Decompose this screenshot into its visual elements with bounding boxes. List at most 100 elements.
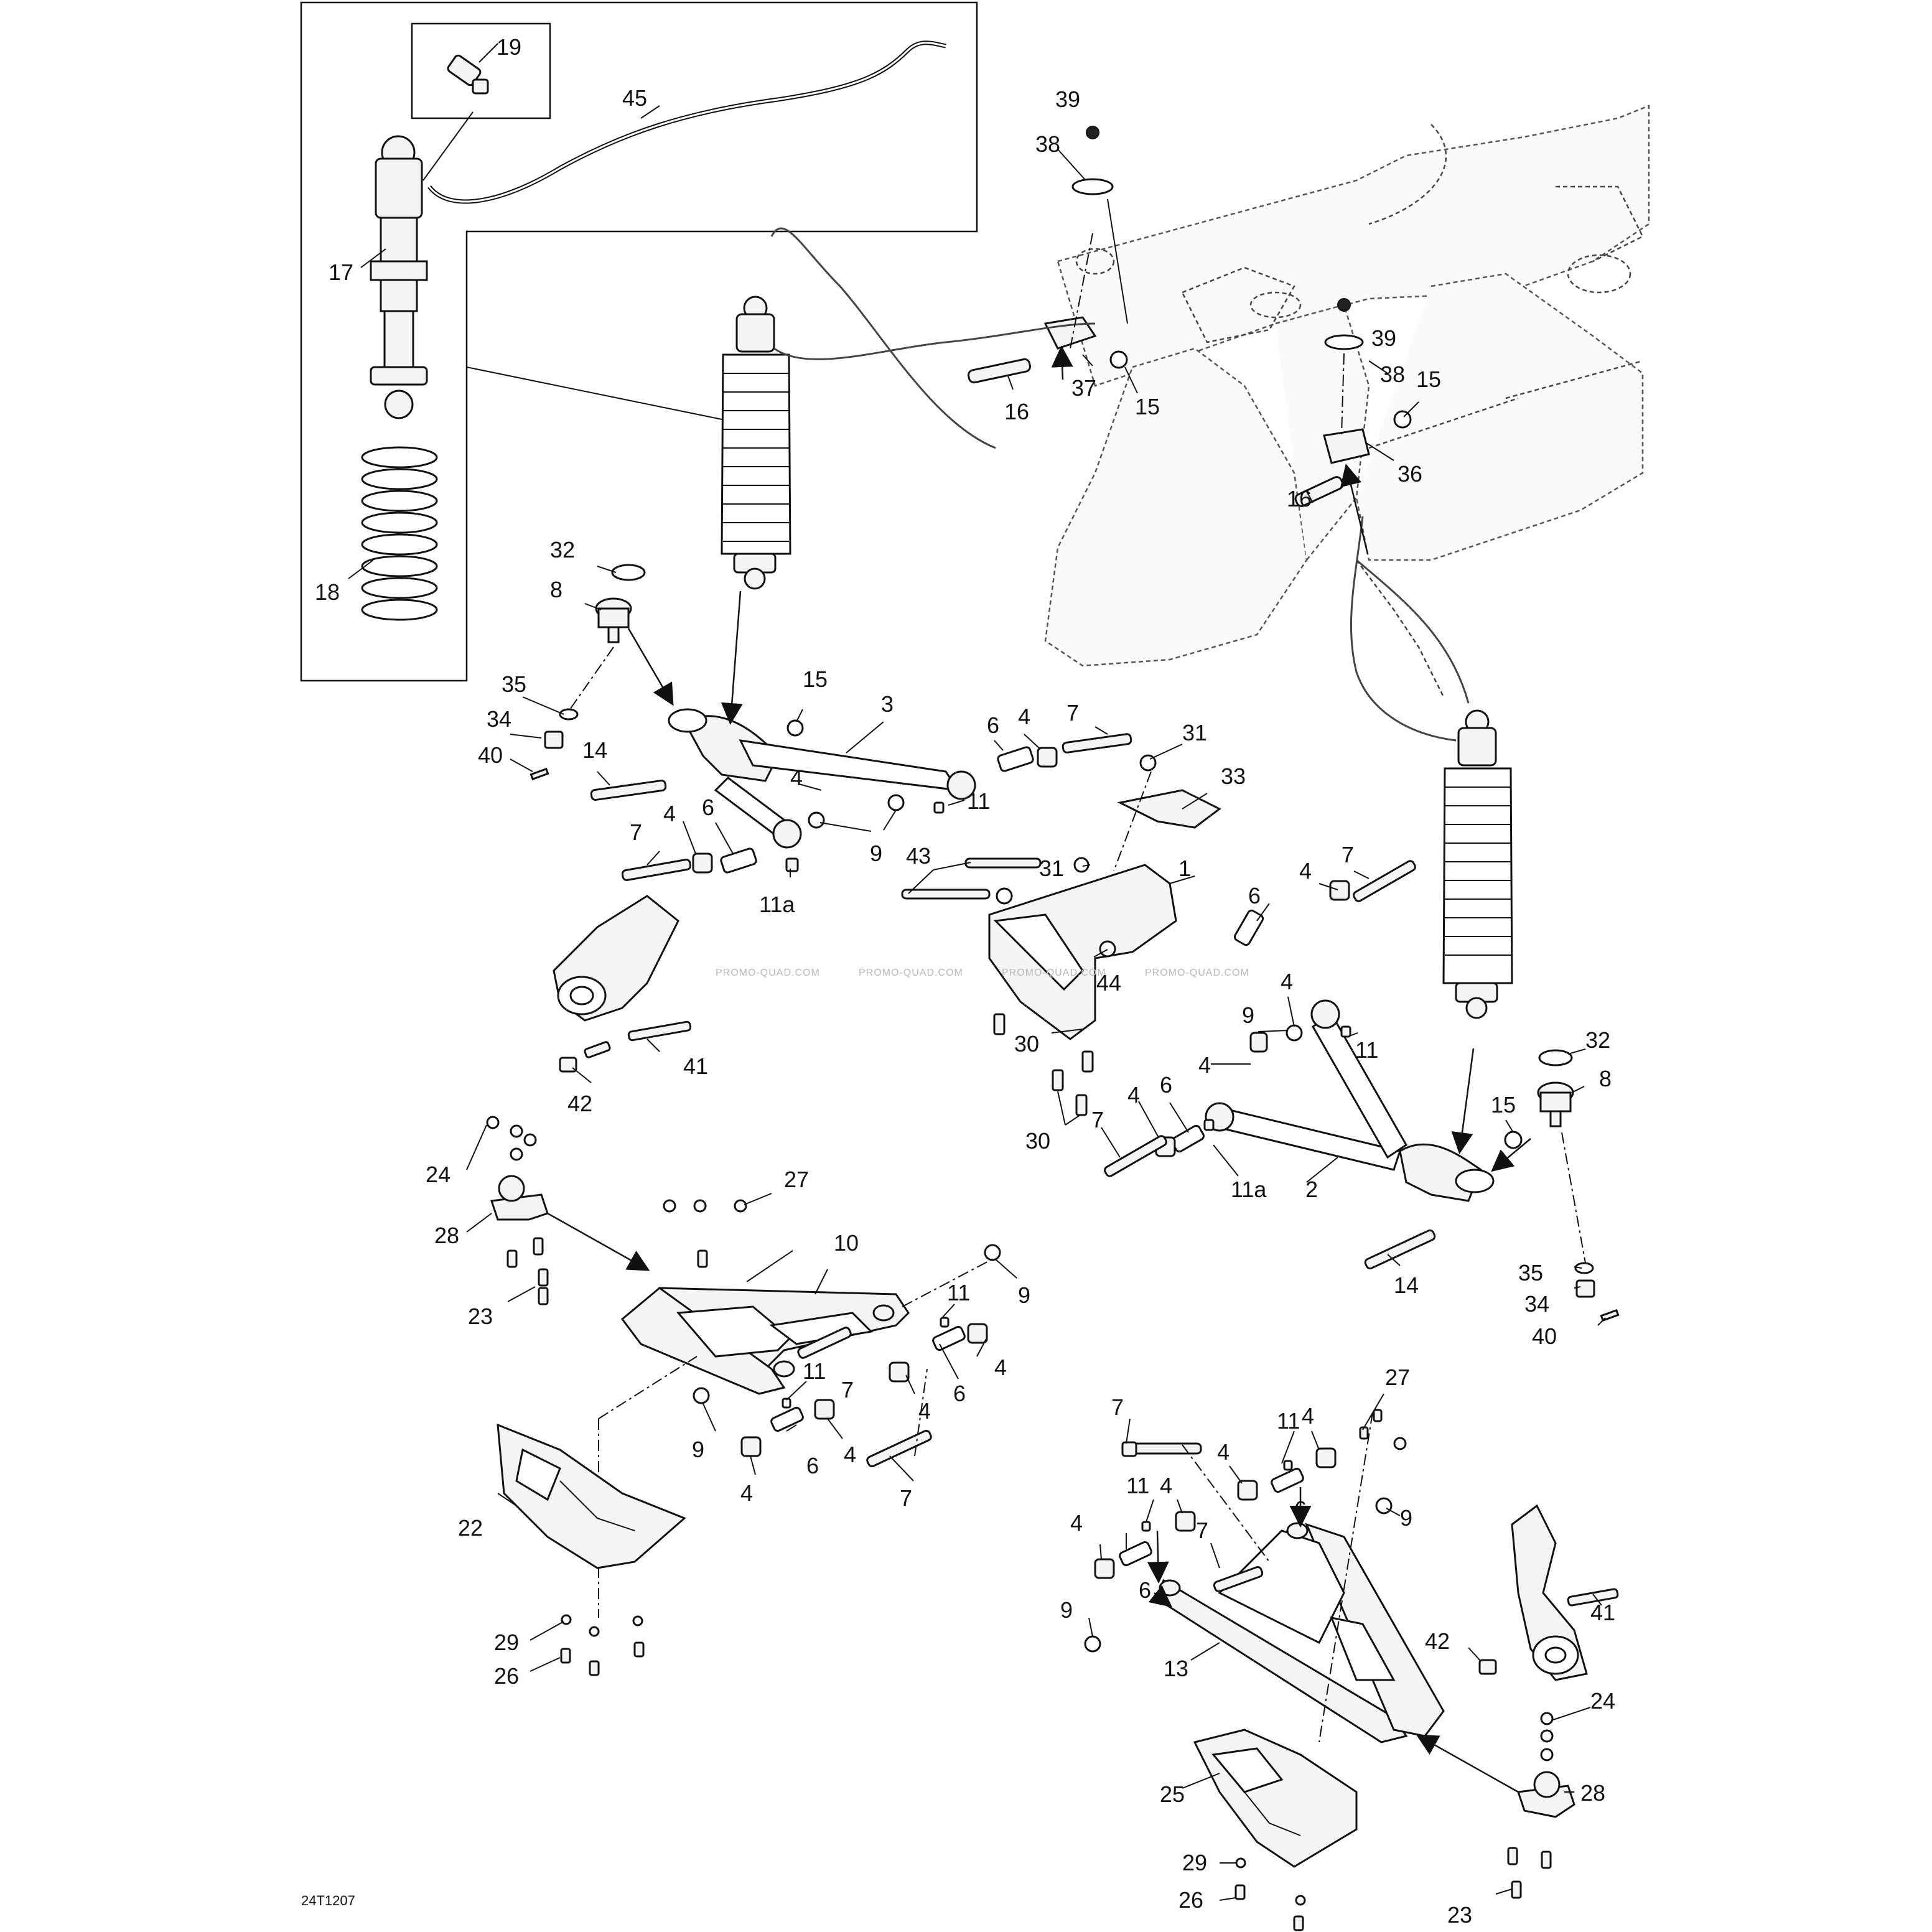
callout-6e: 6 [953,1381,966,1406]
callout-4n: 4 [1160,1473,1172,1498]
callout-34a: 34 [487,706,511,732]
callout-15d: 15 [1491,1092,1516,1118]
callout-31b: 31 [1039,856,1064,881]
callout-7d: 7 [1091,1107,1104,1132]
callout-11a: 11 [967,788,990,814]
callout-7f: 7 [900,1485,912,1511]
callout-32a: 32 [550,537,575,562]
callout-2: 2 [1305,1177,1318,1202]
callout-40b: 40 [1532,1323,1557,1349]
callout-11a-b: 11a [1231,1177,1267,1202]
steering-knuckle-right [1478,1504,1619,1681]
callout-11a-a: 11a [759,892,795,917]
callout-9b: 9 [1242,1002,1254,1028]
callout-11f: 11 [1126,1473,1149,1498]
callout-43: 43 [906,843,931,869]
callout-4k: 4 [740,1480,753,1506]
mount-hardware-38-39 [1071,126,1412,429]
callout-32b: 32 [1585,1027,1610,1053]
callout-24b: 24 [1590,1688,1615,1714]
callout-27a: 27 [784,1167,809,1192]
callout-6c: 6 [1248,883,1261,908]
callout-30b: 30 [1025,1128,1050,1154]
watermark: PROMO-QUAD.COM PROMO-QUAD.COM PROMO-QUAD… [716,968,1249,978]
ball-joint-8-right [1537,1049,1620,1322]
callout-37: 37 [1071,375,1096,401]
lower-a-arm-10-hardware [663,1199,1001,1468]
upper-a-arm-2-hardware [1104,860,1523,1270]
callout-15a: 15 [1416,366,1441,392]
callout-11e: 11 [1277,1408,1300,1434]
callout-42a: 42 [567,1091,592,1116]
inset-box [300,1,978,682]
callout-6b: 6 [702,795,714,820]
callout-19: 19 [497,34,521,60]
callout-25: 25 [1160,1781,1185,1807]
callout-7c: 7 [1342,842,1354,867]
callout-35a: 35 [502,671,526,697]
callout-14a: 14 [582,737,607,763]
callout-4h: 4 [994,1355,1007,1380]
callout-6h: 6 [1139,1577,1151,1603]
callout-38: 38 [1035,131,1060,157]
callout-3: 3 [881,691,894,717]
callout-38b: 38 [1380,362,1405,387]
callout-33: 33 [1221,763,1246,789]
lower-a-arm-10 [620,1287,910,1395]
callout-7e: 7 [841,1377,854,1402]
callout-28a: 28 [434,1223,459,1248]
callout-4b: 4 [790,765,803,790]
callout-9d: 9 [692,1437,704,1462]
front-shock-left [721,296,791,590]
callout-4a: 4 [1018,704,1030,729]
callout-9a: 9 [870,841,882,866]
callout-28b: 28 [1580,1780,1605,1806]
callout-18: 18 [315,579,340,605]
callout-4e: 4 [1281,969,1293,994]
callout-23b: 23 [1447,1902,1472,1928]
callout-4l: 4 [1302,1403,1314,1429]
callout-6a: 6 [987,712,999,738]
callout-16a: 16 [1004,399,1029,424]
svg-text:PROMO-QUAD.COM: PROMO-QUAD.COM [1145,968,1249,978]
callout-15c: 15 [803,666,828,692]
callout-45: 45 [622,85,647,111]
callout-26b: 26 [1178,1887,1203,1913]
callout-11d: 11 [803,1358,826,1384]
callout-36: 36 [1398,461,1422,487]
callout-24a: 24 [426,1162,450,1187]
callout-1: 1 [1178,856,1191,881]
callout-31a: 31 [1182,720,1207,745]
callout-9c: 9 [1018,1282,1030,1308]
ball-joint-28-right [1507,1712,1575,1899]
svg-text:PROMO-QUAD.COM: PROMO-QUAD.COM [859,968,963,978]
upper-a-arm-3-hardware [590,719,1132,881]
callout-40a: 40 [478,742,503,768]
callout-11b: 11 [1355,1037,1378,1063]
callout-44: 44 [1096,970,1121,996]
callout-39: 39 [1055,86,1080,112]
hose-45 [427,40,946,204]
callout-7g: 7 [1111,1394,1124,1420]
callout-34b: 34 [1524,1291,1549,1317]
callout-11c: 11 [947,1280,970,1305]
fitting-19 [447,54,489,95]
callout-4c: 4 [663,801,676,826]
callout-7b: 7 [630,819,642,845]
leader-lines [348,43,1606,1901]
callout-8b: 8 [1599,1066,1612,1091]
callout-6d: 6 [1160,1072,1172,1098]
ball-joint-8-left [530,564,646,781]
callout-8a: 8 [550,577,562,602]
callout-7h: 7 [1196,1518,1208,1543]
callout-6f: 6 [806,1453,819,1478]
callout-4m: 4 [1217,1439,1230,1465]
cross-member-1 [901,754,1221,1116]
callout-29b: 29 [1182,1850,1207,1875]
callout-4j: 4 [844,1442,856,1467]
callout-9f: 9 [1060,1597,1073,1623]
callout-22: 22 [458,1515,483,1541]
upper-a-arm-3 [668,708,976,849]
callout-4f: 4 [1198,1052,1211,1078]
